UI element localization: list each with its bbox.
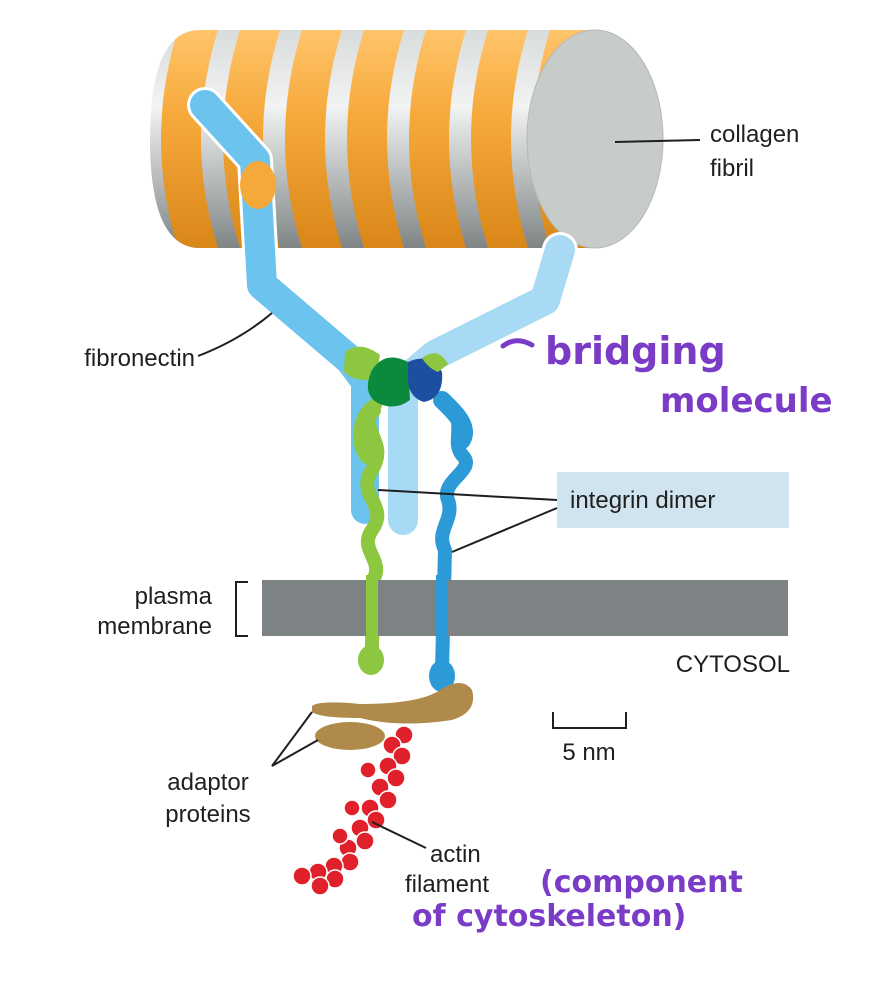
integrin-blue-transmembrane xyxy=(436,575,448,665)
fibronectin-binding-site xyxy=(240,161,276,209)
adaptor-label-line2: proteins xyxy=(165,801,250,828)
integrin-dark-green-head xyxy=(367,357,410,407)
plasma-label-line2: membrane xyxy=(97,613,212,640)
adaptor-protein-lower xyxy=(315,722,385,750)
integrin-leader-2 xyxy=(451,507,558,553)
collagen-leader xyxy=(614,139,701,143)
integrin-leader-1 xyxy=(377,489,558,501)
actin-filament xyxy=(292,725,414,896)
integrin-light-green-cap xyxy=(422,353,448,372)
actin-leader xyxy=(371,821,427,849)
collagen-label-line1: collagen xyxy=(710,121,799,148)
adaptor-label-line1: adaptor xyxy=(167,769,248,796)
component-annotation-line1: (component xyxy=(540,865,743,900)
fibronectin-leader xyxy=(197,312,273,357)
actin-label-line2: filament xyxy=(405,871,489,898)
collagen-fibril xyxy=(150,29,664,249)
actin-label-line1: actin xyxy=(430,841,481,868)
adaptor-leader-2 xyxy=(271,739,319,767)
integrin-green-transmembrane xyxy=(366,575,378,655)
integrin-dimer xyxy=(344,346,473,692)
plasma-membrane xyxy=(262,580,788,636)
integrin-blue-tail xyxy=(429,660,455,692)
cytosol-label: CYTOSOL xyxy=(676,651,790,678)
adaptor-proteins xyxy=(312,683,474,750)
integrin-label: integrin dimer xyxy=(570,487,715,514)
adaptor-protein-upper xyxy=(312,683,474,724)
fibronectin-label: fibronectin xyxy=(84,345,195,372)
adaptor-leader-1 xyxy=(271,711,313,767)
scale-bar xyxy=(552,712,627,729)
collagen-label-line2: fibril xyxy=(710,155,754,182)
bridging-annotation-line2: molecule xyxy=(660,381,833,421)
membrane-bracket xyxy=(235,581,248,637)
component-annotation-line2: of cytoskeleton) xyxy=(412,899,686,934)
bridging-dash xyxy=(500,338,535,349)
plasma-label-line1: plasma xyxy=(135,583,213,610)
scale-label: 5 nm xyxy=(562,739,615,766)
collagen-end-cap xyxy=(526,29,664,249)
bridging-annotation-line1: bridging xyxy=(545,329,726,373)
integrin-label-box xyxy=(557,472,789,528)
integrin-green-head xyxy=(344,346,380,380)
